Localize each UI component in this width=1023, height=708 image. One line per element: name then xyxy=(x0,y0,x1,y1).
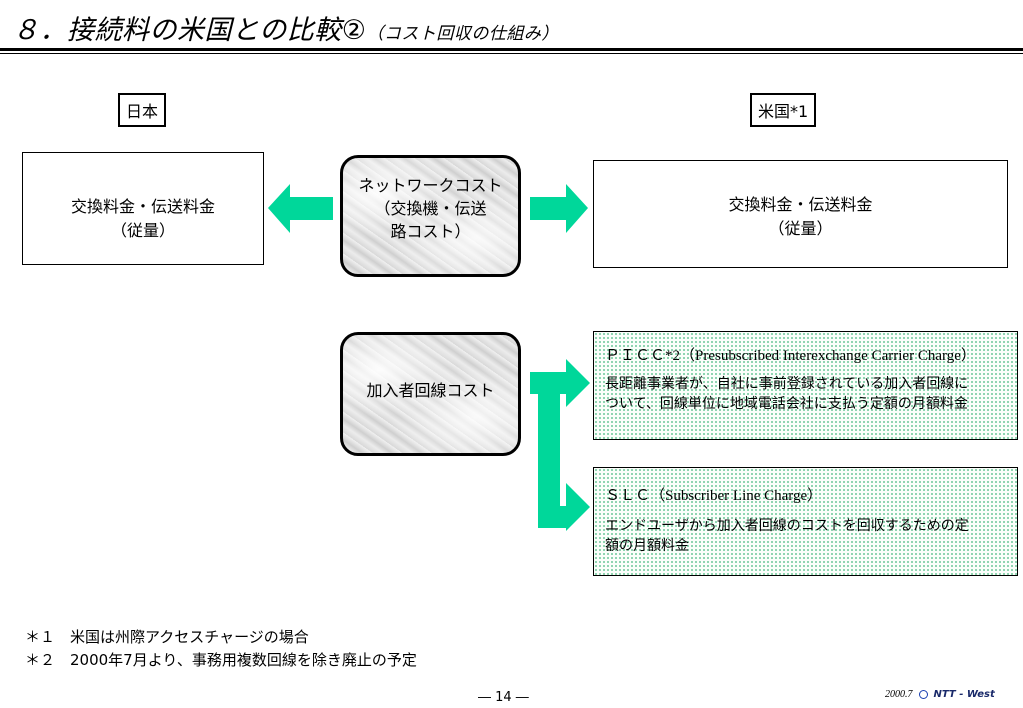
subscriber-cost-box: 加入者回線コスト xyxy=(340,332,521,456)
slc-heading: ＳＬＣ（Subscriber Line Charge） xyxy=(605,488,823,504)
arrow-right-to-slc xyxy=(538,483,590,531)
japan-fee-line1: 交換料金・伝送料金 xyxy=(70,197,215,216)
us-fee-line1: 交換料金・伝送料金 xyxy=(728,195,873,214)
subscriber-cost-label: 加入者回線コスト xyxy=(366,381,495,400)
label-us: 米国*1 xyxy=(750,93,817,127)
japan-fee-line2: （従量） xyxy=(110,221,175,240)
label-japan: 日本 xyxy=(118,93,167,127)
picc-box: ＰＩＣＣ*2（Presubscribed Interexchange Carri… xyxy=(593,331,1018,440)
footnote-2: ＊２ 2000年7月より、事務用複数回線を除き廃止の予定 xyxy=(25,651,417,669)
network-cost-line2: （交換機・伝送 xyxy=(374,199,487,218)
picc-heading: ＰＩＣＣ*2（Presubscribed Interexchange Carri… xyxy=(605,348,976,364)
slc-box: ＳＬＣ（Subscriber Line Charge） エンドユーザから加入者回… xyxy=(593,467,1018,576)
slc-desc-line1: エンドユーザから加入者回線のコストを回収するための定 xyxy=(605,518,969,534)
us-fee-box: 交換料金・伝送料金 （従量） xyxy=(593,160,1008,268)
page-title: ８．接続料の米国との比較②（コスト回収の仕組み） xyxy=(12,8,559,47)
footer-date: 2000.7 xyxy=(885,689,913,700)
arrow-connector-vertical xyxy=(538,394,560,528)
picc-desc-line2: ついて、回線単位に地域電話会社に支払う定額の月額料金 xyxy=(605,396,968,412)
us-fee-line2: （従量） xyxy=(768,219,833,238)
arrow-left-to-japan xyxy=(268,184,333,233)
network-cost-line1: ネットワークコスト xyxy=(358,176,503,195)
footer-company: NTT - West xyxy=(933,689,995,700)
arrow-right-to-picc xyxy=(530,359,590,407)
arrow-right-to-us xyxy=(530,184,588,233)
title-rule-thin xyxy=(0,53,1023,54)
network-cost-line3: 路コスト） xyxy=(390,222,471,241)
title-sub: （コスト回収の仕組み） xyxy=(366,24,559,44)
japan-fee-box: 交換料金・伝送料金 （従量） xyxy=(22,152,264,265)
network-cost-box: ネットワークコスト （交換機・伝送 路コスト） xyxy=(340,155,521,277)
title-rule-thick xyxy=(0,48,1023,51)
title-main: ８．接続料の米国との比較② xyxy=(12,15,367,46)
slc-desc-line2: 額の月額料金 xyxy=(605,538,689,554)
footer-brand: 2000.7 NTT - West xyxy=(885,689,995,700)
footnote-1: ＊１ 米国は州際アクセスチャージの場合 xyxy=(25,628,309,646)
page-number: ― 14 ― xyxy=(478,690,529,705)
picc-desc-line1: 長距離事業者が、自社に事前登録されている加入者回線に xyxy=(605,376,969,392)
ntt-logo-icon xyxy=(918,690,928,699)
